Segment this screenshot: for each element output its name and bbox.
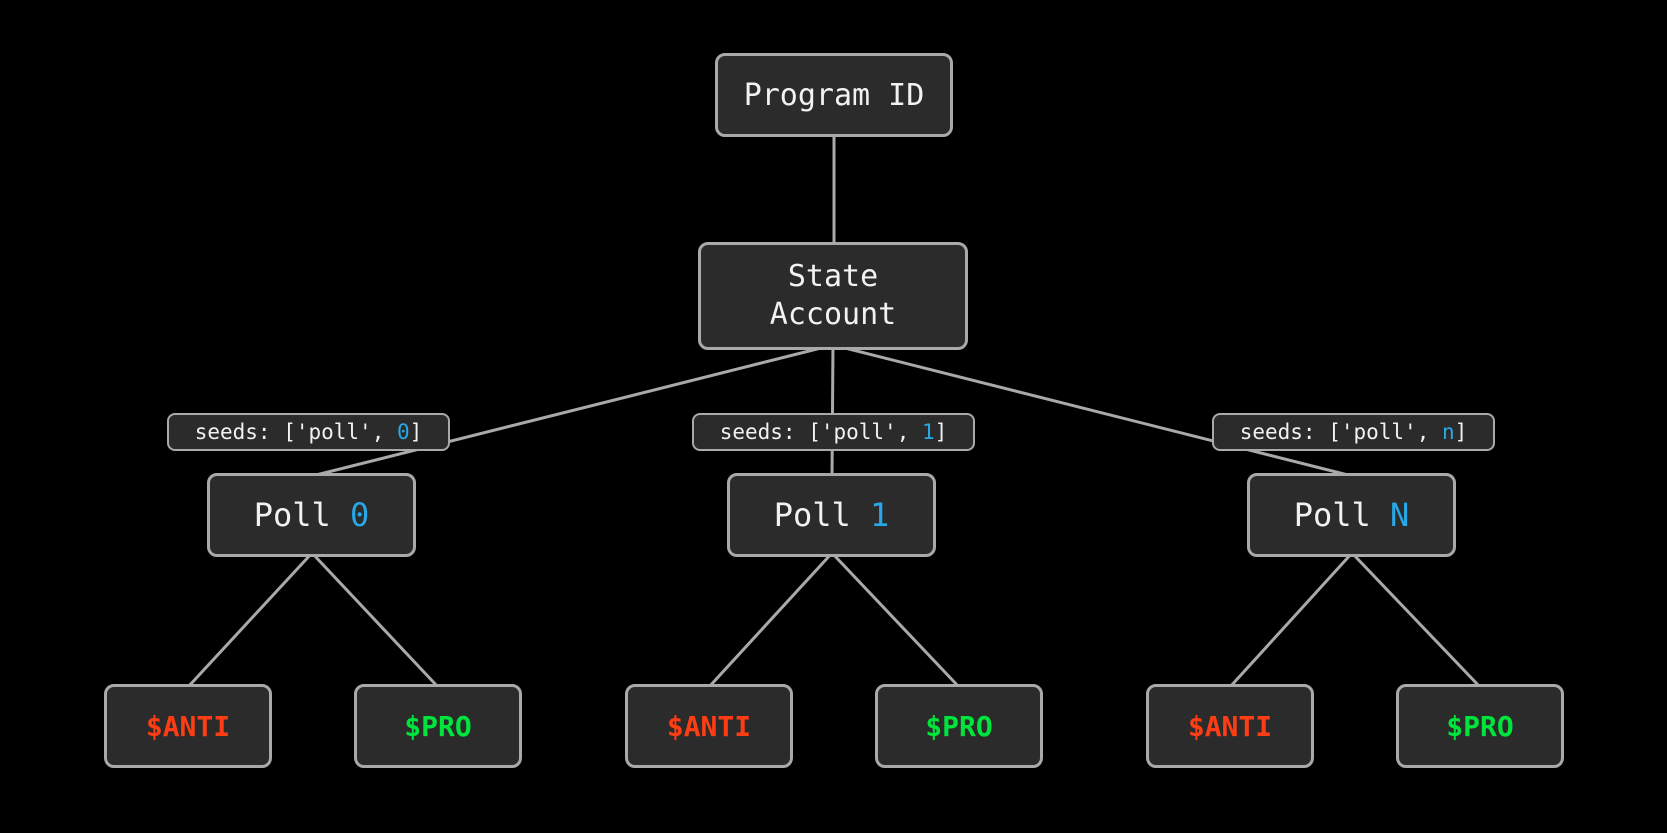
edge-polln-anti (1228, 551, 1354, 689)
node-state-account: State Account (698, 242, 968, 350)
poll-number: 0 (350, 496, 370, 534)
pro-token-label: $PRO (925, 709, 993, 743)
seed-text: seeds: ['poll', (719, 420, 922, 444)
node-poll-n: Poll N (1247, 473, 1456, 557)
pro-token-box-n: $PRO (1396, 684, 1564, 768)
seed-value: 0 (396, 420, 410, 444)
edge-poll1-pro (830, 551, 961, 689)
edge-poll1-anti (707, 551, 834, 689)
seed-label-poll-n: seeds: ['poll', n] (1212, 413, 1495, 451)
poll-label: Poll (1293, 496, 1391, 534)
seed-text-close: ] (1454, 420, 1468, 444)
node-poll-1: Poll 1 (727, 473, 936, 557)
edge-state-poll1 (830, 343, 835, 478)
pro-token-box-0: $PRO (354, 684, 522, 768)
poll-label: Poll (773, 496, 871, 534)
node-program-id: Program ID (715, 53, 953, 137)
anti-token-label: $ANTI (145, 709, 231, 743)
edge-state-poll0 (310, 343, 835, 478)
seed-text: seeds: ['poll', (1239, 420, 1442, 444)
edge-poll0-pro (310, 551, 440, 689)
seed-text-close: ] (934, 420, 948, 444)
anti-token-label: $ANTI (666, 709, 752, 743)
state-account-label-line1: State (787, 259, 879, 294)
seed-label-poll-1: seeds: ['poll', 1] (692, 413, 975, 451)
edge-poll0-anti (186, 551, 314, 689)
anti-token-box-n: $ANTI (1146, 684, 1314, 768)
pro-token-label: $PRO (404, 709, 472, 743)
anti-token-box-1: $ANTI (625, 684, 793, 768)
node-poll-0: Poll 0 (207, 473, 416, 557)
anti-token-label: $ANTI (1187, 709, 1273, 743)
poll-number: 1 (870, 496, 890, 534)
seed-text-close: ] (409, 420, 423, 444)
state-account-label-line2: Account (769, 297, 897, 332)
anti-token-box-0: $ANTI (104, 684, 272, 768)
poll-label: Poll (253, 496, 351, 534)
seed-label-poll-0: seeds: ['poll', 0] (167, 413, 450, 451)
edge-polln-pro (1350, 551, 1482, 689)
program-id-label: Program ID (743, 77, 925, 113)
poll-number: N (1390, 496, 1410, 534)
pro-token-box-1: $PRO (875, 684, 1043, 768)
edge-state-polln (831, 343, 1354, 478)
pro-token-label: $PRO (1446, 709, 1514, 743)
seed-value: 1 (921, 420, 935, 444)
seed-value: n (1441, 420, 1455, 444)
seed-text: seeds: ['poll', (194, 420, 397, 444)
